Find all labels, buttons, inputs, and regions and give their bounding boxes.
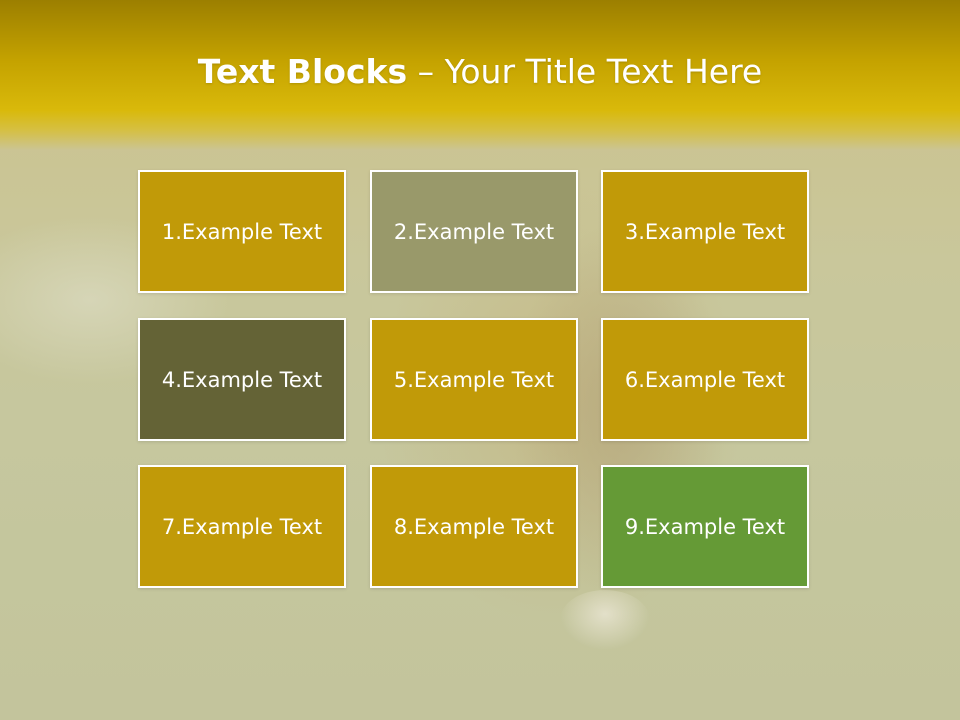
text-block-7: 7.Example Text — [138, 465, 346, 588]
slide-title: Text Blocks – Your Title Text Here — [0, 52, 960, 91]
text-block-6: 6.Example Text — [601, 318, 809, 441]
background-ball-blur — [560, 590, 650, 650]
text-block-9: 9.Example Text — [601, 465, 809, 588]
text-block-3: 3.Example Text — [601, 170, 809, 293]
title-bold-part: Text Blocks — [197, 52, 408, 91]
text-block-grid: 1.Example Text 2.Example Text 3.Example … — [138, 170, 815, 594]
title-band — [0, 0, 960, 150]
text-block-5: 5.Example Text — [370, 318, 578, 441]
text-block-1: 1.Example Text — [138, 170, 346, 293]
title-rest-part: Your Title Text Here — [444, 52, 763, 91]
title-separator: – — [407, 52, 445, 91]
text-block-4: 4.Example Text — [138, 318, 346, 441]
text-block-2: 2.Example Text — [370, 170, 578, 293]
text-block-8: 8.Example Text — [370, 465, 578, 588]
